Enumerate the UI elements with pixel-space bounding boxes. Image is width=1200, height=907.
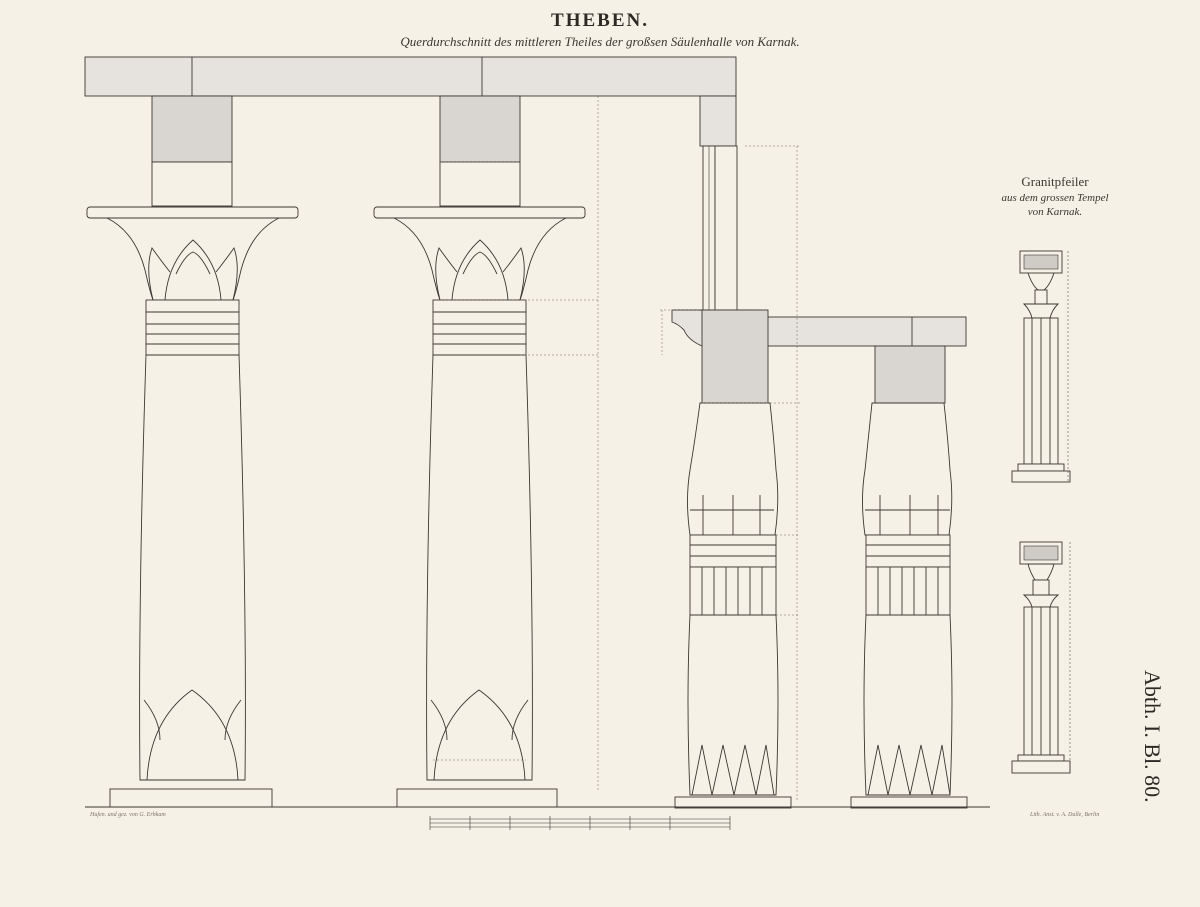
scale-bar [429, 816, 731, 830]
papyrus-column-left [86, 206, 299, 808]
lotus-column-b [850, 402, 968, 809]
dimension-lines [433, 96, 800, 800]
credit-right: Lith. Anst. v. A. Dulle, Berlin [1030, 812, 1100, 818]
granite-pillar-lower [1011, 541, 1071, 774]
upper-architrave [84, 56, 737, 147]
side-caption-line3: von Karnak. [1027, 206, 1083, 218]
papyrus-column-center [373, 206, 586, 808]
plate-number: Abth. I. Bl. 80. [1140, 670, 1165, 803]
abacus-left [151, 95, 233, 207]
lower-architrave [671, 309, 967, 404]
credit-left: Hufen. und gez. von G. Erbkam [90, 812, 166, 818]
plate-title: THEBEN. [551, 10, 649, 31]
lotus-column-a [674, 402, 792, 809]
granite-pillar-upper [1011, 250, 1071, 483]
side-caption: Granitpfeiler aus dem grossen Tempel von… [960, 174, 1150, 218]
side-caption-line1: Granitpfeiler [1021, 174, 1089, 189]
abacus-center [439, 95, 521, 207]
clerestory-wall [702, 145, 738, 311]
plate-subtitle: Querdurchschnitt des mittleren Theiles d… [400, 34, 800, 49]
side-caption-line2: aus dem grossen Tempel [1001, 192, 1109, 204]
